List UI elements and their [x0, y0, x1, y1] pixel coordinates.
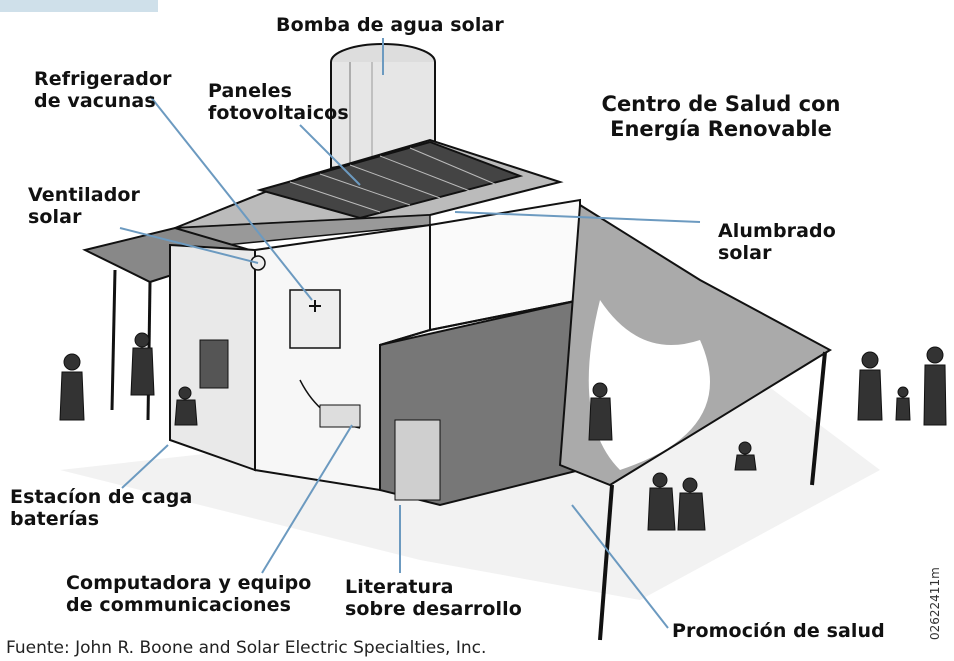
label-solar-fan: Ventilador solar	[28, 184, 141, 228]
diagram-title: Centro de Salud con Energía Renovable	[601, 92, 841, 141]
leader-line-health-promo	[571, 504, 669, 629]
label-solar-lighting: Alumbrado solar	[718, 220, 836, 264]
label-pv-panels: Paneles fotovoltaicos	[208, 80, 349, 124]
building-walls	[169, 198, 581, 507]
main-roof	[174, 138, 564, 251]
leader-line-pv-panels	[299, 124, 361, 186]
leader-line-battery-station	[121, 444, 169, 489]
people	[59, 332, 947, 531]
leader-line-solar-fan	[119, 227, 259, 264]
label-battery-station: Estacíon de caga baterías	[10, 486, 193, 530]
source-credit: Fuente: John R. Boone and Solar Electric…	[6, 638, 487, 658]
label-vaccine-fridge: Refrigerador de vacunas	[34, 68, 172, 112]
leader-line-computer	[261, 424, 353, 574]
label-computer-comms: Computadora y equipo de communicaciones	[66, 572, 312, 616]
image-code: 02622411m	[928, 567, 942, 640]
leader-line-vaccine-fridge	[149, 95, 313, 301]
label-solar-pump: Bomba de agua solar	[276, 14, 504, 36]
leader-lines	[119, 38, 701, 629]
label-dev-literature: Literatura sobre desarrollo	[345, 576, 522, 620]
corner-tab	[0, 0, 158, 12]
label-health-promo: Promoción de salud	[672, 620, 885, 642]
leader-line-solar-lighting	[454, 211, 701, 223]
